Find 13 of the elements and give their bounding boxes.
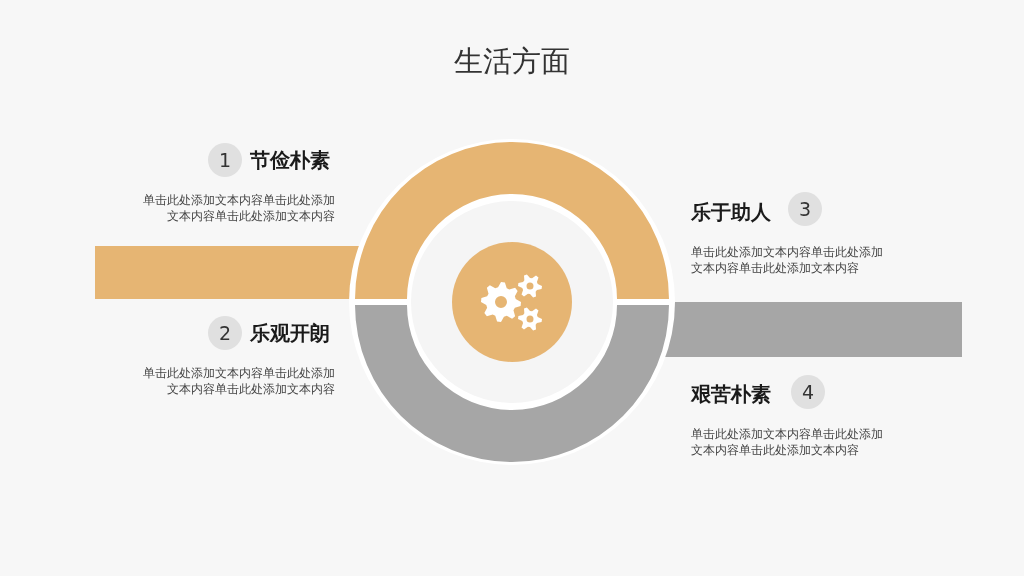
heading: 艰苦朴素 (691, 381, 771, 407)
heading: 乐于助人 (691, 199, 771, 225)
number-circle: 3 (788, 192, 822, 226)
body-text: 单击此处添加文本内容单击此处添加文本内容单击此处添加文本内容 (691, 426, 883, 458)
number-circle: 2 (208, 316, 242, 350)
number-circle: 1 (208, 143, 242, 177)
body-text: 单击此处添加文本内容单击此处添加文本内容单击此处添加文本内容 (143, 192, 335, 224)
body-text: 单击此处添加文本内容单击此处添加文本内容单击此处添加文本内容 (691, 244, 883, 276)
heading: 乐观开朗 (250, 320, 330, 346)
number-circle: 4 (791, 375, 825, 409)
title: 生活方面 (453, 43, 571, 80)
body-text: 单击此处添加文本内容单击此处添加文本内容单击此处添加文本内容 (143, 365, 335, 397)
heading: 节俭朴素 (250, 147, 330, 173)
